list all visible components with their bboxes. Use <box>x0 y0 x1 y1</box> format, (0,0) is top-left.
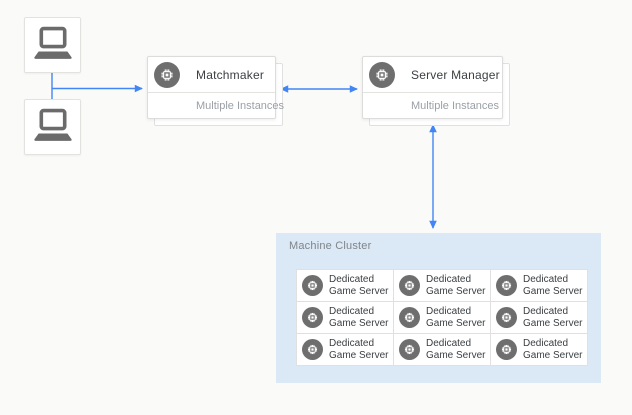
cluster-title: Machine Cluster <box>289 240 372 252</box>
chip-icon <box>302 307 323 328</box>
chip-icon <box>496 307 517 328</box>
server-label-line1: Dedicated <box>523 338 569 349</box>
chip-icon <box>154 61 180 88</box>
server-label-line1: Dedicated <box>329 306 375 317</box>
server-label-line2: Game Server <box>426 285 486 297</box>
chip-icon <box>399 339 420 360</box>
chip-icon <box>399 307 420 328</box>
server-label-line1: Dedicated <box>523 274 569 285</box>
server-label-line1: Dedicated <box>426 338 472 349</box>
server-label-line2: Game Server <box>523 285 583 297</box>
laptop-icon <box>33 25 73 66</box>
server-label-line2: Game Server <box>426 317 486 329</box>
server-label-line1: Dedicated <box>329 274 375 285</box>
server-label-line2: Game Server <box>329 317 389 329</box>
node-subtitle: Multiple Instances <box>411 99 500 112</box>
matchmaker-node: Matchmaker Multiple Instances <box>147 56 285 119</box>
server-manager-node: Server Manager Multiple Instances <box>362 56 503 119</box>
server-label-line2: Game Server <box>426 349 486 361</box>
server-label-line1: Dedicated <box>329 338 375 349</box>
chip-icon <box>399 275 420 296</box>
server-label-line1: Dedicated <box>426 274 472 285</box>
node-title: Matchmaker <box>196 67 265 82</box>
node-subtitle: Multiple Instances <box>196 99 285 112</box>
chip-icon <box>302 275 323 296</box>
server-label-line1: Dedicated <box>523 306 569 317</box>
server-label-line2: Game Server <box>329 285 389 297</box>
laptop-icon <box>33 107 73 148</box>
chip-icon <box>302 339 323 360</box>
server-label-line1: Dedicated <box>426 306 472 317</box>
chip-icon <box>496 339 517 360</box>
chip-icon <box>496 275 517 296</box>
client-node <box>24 17 81 73</box>
node-title: Server Manager <box>411 67 500 82</box>
server-manager-header: Server Manager <box>363 57 502 93</box>
chip-icon <box>369 61 395 88</box>
client-node <box>24 99 81 155</box>
server-label-line2: Game Server <box>523 349 583 361</box>
matchmaker-header: Matchmaker <box>148 57 275 93</box>
server-label-line2: Game Server <box>523 317 583 329</box>
server-label-line2: Game Server <box>329 349 389 361</box>
